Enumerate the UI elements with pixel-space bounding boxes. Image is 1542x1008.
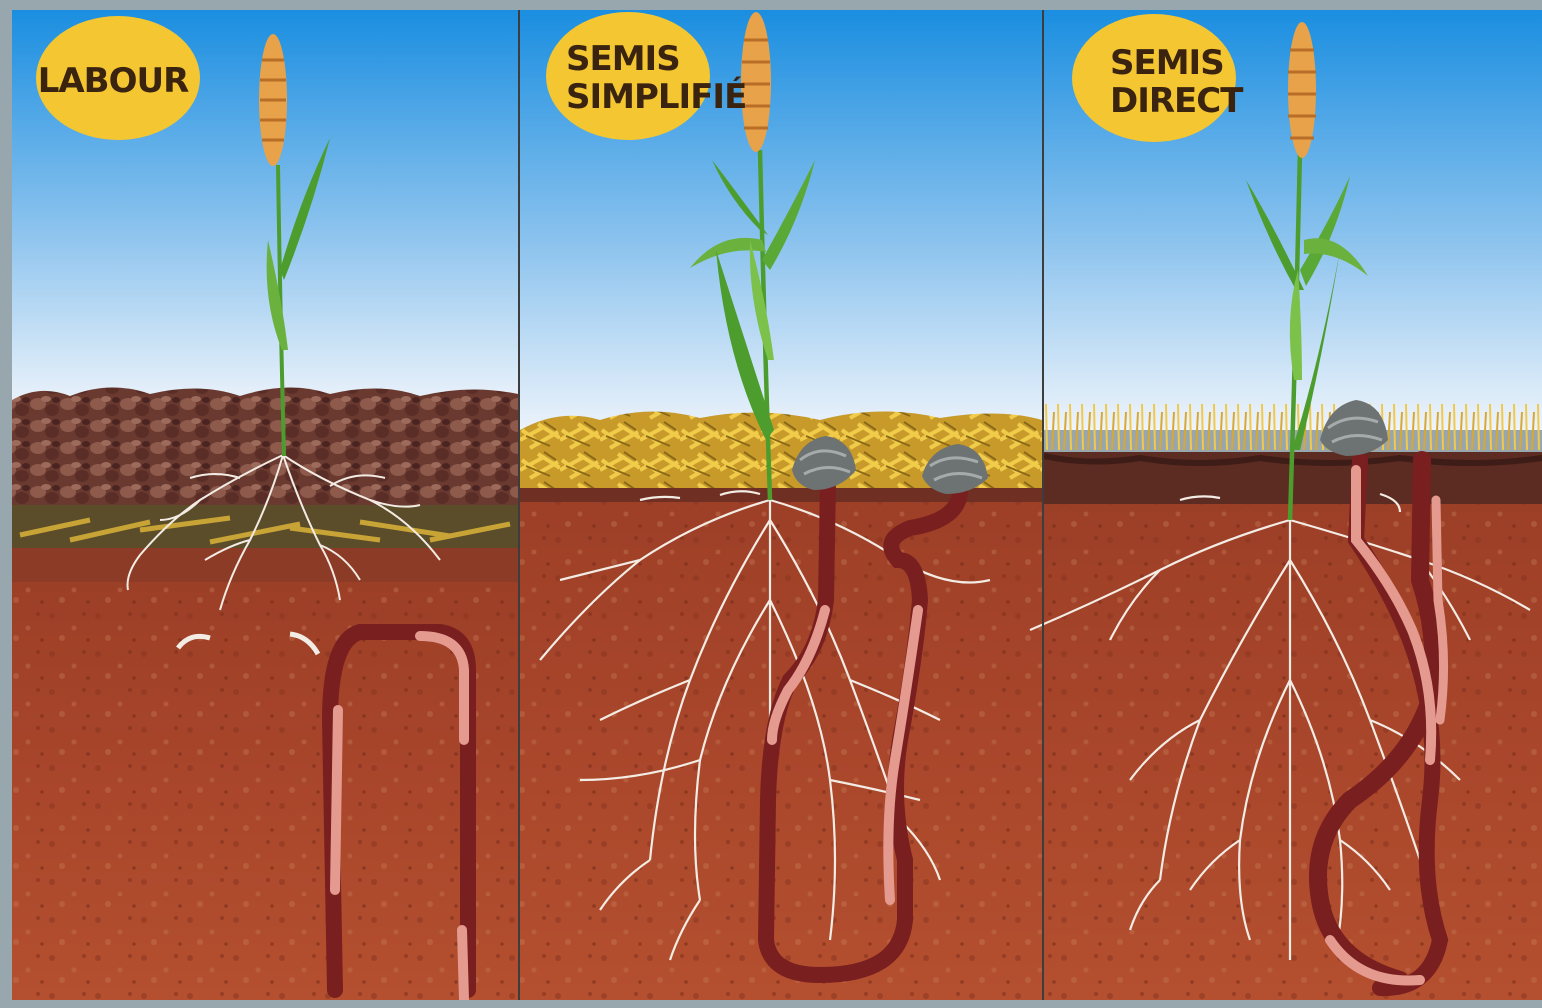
panel-semis-simplifie: SEMIS SIMPLIFIÉ [520, 10, 1042, 1000]
label-line: SEMIS [1110, 43, 1224, 83]
panel-label-labour: LABOUR [36, 16, 200, 140]
label-line: DIRECT [1110, 81, 1244, 121]
panel-semis-direct: SEMIS DIRECT [1030, 10, 1542, 1000]
soil-texture [520, 480, 1042, 1000]
label-line: SIMPLIFIÉ [566, 76, 746, 117]
compacted-layer [12, 548, 518, 582]
buried-residue-layer [12, 505, 518, 550]
plowed-clod-layer [12, 387, 518, 508]
label-line: LABOUR [38, 61, 189, 101]
soil-texture [1044, 500, 1542, 1000]
label-line: SEMIS [566, 39, 680, 79]
panel-labour: LABOUR [12, 10, 518, 1000]
